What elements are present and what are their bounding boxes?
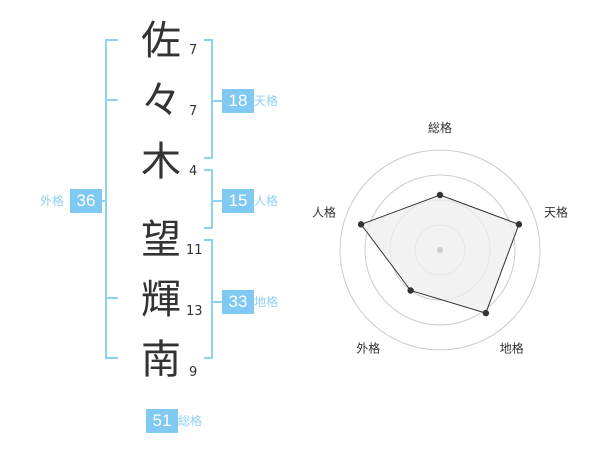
radar-point [357, 221, 365, 228]
radar-ring [364, 174, 516, 326]
chikaku-value: 33 [222, 290, 254, 314]
radar-axis-label: 人格 [312, 204, 336, 219]
stroke-count: 11 [186, 243, 203, 258]
tenkaku-bracket [204, 39, 213, 159]
gaikaku-bracket [105, 39, 118, 359]
soukaku-label: 総格 [178, 414, 203, 428]
name-char: 木 [141, 139, 181, 185]
name-char: 佐 [141, 18, 181, 64]
radar-center [437, 247, 443, 253]
stroke-count: 13 [186, 304, 203, 319]
radar-axis-label: 外格 [356, 341, 380, 356]
stroke-count: 7 [189, 43, 198, 58]
gaikaku-label: 外格 [40, 194, 65, 208]
radar-point [482, 309, 490, 317]
soukaku-value: 51 [146, 409, 178, 433]
jinkaku-value: 15 [222, 189, 254, 213]
radar-point [436, 191, 444, 199]
radar-axis-label: 総格 [428, 120, 452, 135]
jinkaku-bracket [204, 169, 213, 229]
name-char: 望 [141, 217, 181, 263]
radar-axis-label: 地格 [500, 341, 524, 356]
radar-axis-label: 天格 [544, 204, 568, 219]
tenkaku-label: 天格 [254, 94, 279, 108]
name-char: 輝 [141, 277, 181, 323]
radar-point [515, 221, 523, 228]
stroke-count: 4 [189, 164, 198, 179]
stroke-count: 7 [189, 104, 198, 119]
radar-polygon [360, 194, 520, 314]
gaikaku-value: 36 [70, 189, 102, 213]
jinkaku-label: 人格 [254, 194, 279, 208]
tenkaku-value: 18 [222, 89, 254, 113]
chikaku-label: 地格 [254, 295, 279, 309]
name-char: 南 [141, 337, 181, 383]
stroke-count: 9 [189, 365, 198, 380]
radar-point [407, 287, 414, 294]
name-char: 々 [141, 78, 181, 124]
chikaku-bracket [204, 239, 213, 359]
